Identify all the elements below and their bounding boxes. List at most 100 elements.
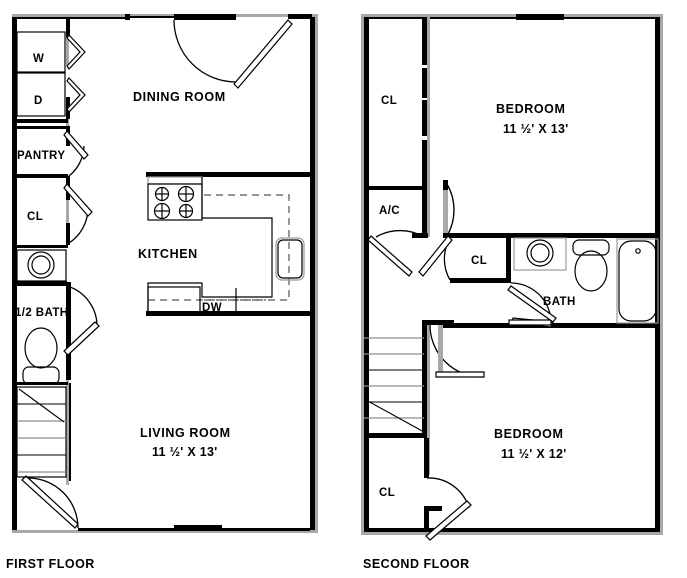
fp-kitchen-counter-edge [147, 177, 310, 315]
fp-washer-box [16, 31, 66, 73]
label-bedroom-2: BEDROOM [494, 427, 563, 441]
fp-exterior-wall-bottom-skin [12, 530, 315, 533]
sf-wall-cl1-jamb-1 [422, 17, 427, 65]
sf-wall-top-solid [516, 14, 564, 20]
sf-wall-bedroom1-jamb [443, 180, 448, 190]
fp-wall-jamb-top-a [125, 14, 130, 20]
fp-dryer-box [16, 72, 66, 117]
sf-bath-sink-inner [530, 243, 550, 263]
sf-bath-toilet-bowl [574, 250, 608, 292]
sf-window-top-left [364, 17, 516, 19]
sf-wall-cl2-lower [424, 508, 429, 532]
sf-bedroom2-door-panel [438, 325, 443, 377]
sf-bath-sink-outer [526, 239, 554, 267]
sf-bedroom2-door-swing [429, 324, 483, 378]
sf-bedroom1-door-panel [443, 184, 448, 236]
label-bedroom-1-closet: CL [381, 95, 397, 107]
fp-dryer-bifold-door [66, 77, 86, 113]
sf-window-top-right [564, 17, 660, 19]
fp-wall-under-laundry [16, 119, 68, 123]
fp-wall-dining-kitchen [146, 172, 312, 177]
fp-wall-pantry-bottom [16, 174, 68, 178]
title-first-floor: FIRST FLOOR [6, 557, 95, 571]
sf-wall-cl1-skin [427, 17, 430, 237]
sf-wall-ac-jamb [412, 233, 428, 238]
sf-bath-toilet-tank [572, 239, 610, 256]
fp-wall-cl-bottom [16, 245, 68, 248]
label-dishwasher: DW [202, 302, 222, 314]
sf-wall-cl2-upper [424, 438, 429, 478]
first-floor-group: DINING ROOM KITCHEN LIVING ROOM 11 ½' X … [6, 14, 318, 571]
label-coat-closet: CL [27, 211, 43, 223]
fp-exterior-wall-left [12, 14, 17, 533]
sf-exterior-wall-left-skin [361, 14, 364, 533]
sf-bath-door-leaf [508, 319, 552, 326]
fp-kitchen-sink-basin [277, 239, 303, 279]
fp-range-backsplash [147, 176, 203, 185]
sf-bathtub-drain [635, 248, 641, 254]
fp-exterior-wall-right-skin [315, 14, 318, 533]
fp-wall-stair-right-skin [66, 380, 69, 485]
label-dryer: D [34, 95, 43, 107]
fp-window-bottom-left [78, 528, 174, 531]
fp-exterior-wall-right [310, 14, 315, 533]
sf-exterior-wall-bottom-skin [361, 532, 663, 535]
fp-wall-top-right [288, 14, 312, 19]
fp-wall-top-solid [174, 14, 236, 20]
fp-wall-bottom-solid [174, 525, 222, 531]
label-bedroom-1: BEDROOM [496, 102, 565, 116]
fp-washer-bifold-door [66, 34, 86, 70]
fp-wall-half-bath-bottom [16, 382, 68, 385]
sf-bedroom2-door-leaf [435, 371, 485, 378]
sf-wall-bath-top [511, 233, 660, 238]
sf-exterior-wall-top-skin [361, 14, 660, 17]
fp-burner-crosshairs [154, 186, 194, 219]
fp-stairs-outline [16, 386, 67, 478]
title-second-floor: SECOND FLOOR [363, 557, 470, 571]
fp-half-bath-toilet-tank [22, 366, 60, 385]
fp-exterior-wall-top-skin [12, 14, 315, 17]
sf-hall-cl-door-panel [418, 235, 453, 277]
fp-pantry-door-panel [63, 130, 89, 160]
label-living-room-dimensions: 11 ½' X 13' [152, 445, 218, 459]
sf-wall-cl1-bottom [364, 186, 426, 190]
sf-wall-cl1-panel-2 [422, 100, 427, 136]
sf-bathtub-basin [618, 240, 657, 322]
label-hall-closet: CL [471, 255, 487, 267]
fp-wall-half-bath-right [66, 282, 71, 380]
fp-wall-util-upper-skin [66, 17, 69, 65]
sf-wall-stair-right-skin [427, 325, 430, 475]
label-ac-closet: A/C [379, 205, 400, 217]
sf-wall-cl2-jamb [424, 506, 442, 511]
fp-half-bath-sink-outer [27, 251, 55, 279]
sf-exterior-wall-right-skin [660, 14, 663, 533]
label-bedroom-2-dimensions: 11 ½' X 12' [501, 447, 567, 461]
sf-cl2-door-panel [425, 500, 472, 541]
label-living-room: LIVING ROOM [140, 426, 231, 440]
fp-wall-util-jamb-5 [66, 223, 70, 245]
fp-window-top-mid [130, 16, 174, 18]
fp-entry-door-swing [27, 477, 79, 529]
label-washer: W [33, 53, 44, 65]
fp-wall-pantry-top [16, 126, 68, 129]
fp-pantry-door-swing [68, 145, 85, 177]
sf-wall-cl1-panel-1 [422, 68, 427, 98]
label-bath: BATH [543, 296, 576, 308]
sf-bath-vanity [513, 237, 567, 271]
fp-wall-util-jamb-1 [66, 17, 70, 37]
fp-wall-kitchen-living [146, 311, 312, 316]
sf-wall-stair-right [422, 325, 427, 435]
fp-window-bottom-right [222, 528, 310, 531]
fp-wall-vanity-bottom [16, 281, 67, 286]
sf-wall-stairhead [422, 320, 454, 325]
fp-half-bath-sink-inner [31, 255, 51, 275]
label-pantry: PANTRY [17, 150, 65, 162]
fp-dining-door-panel [233, 19, 293, 89]
fp-dining-door-swing [173, 19, 237, 83]
second-floor-group: BEDROOM 11 ½' X 13' BEDROOM 11 ½' X 12' … [361, 14, 663, 571]
fp-entry-door-panel [21, 475, 79, 529]
fp-half-bath-door-panel [63, 321, 100, 356]
sf-bath-door-swing-leaf [507, 285, 557, 323]
fp-cl-door-panel [63, 183, 93, 217]
